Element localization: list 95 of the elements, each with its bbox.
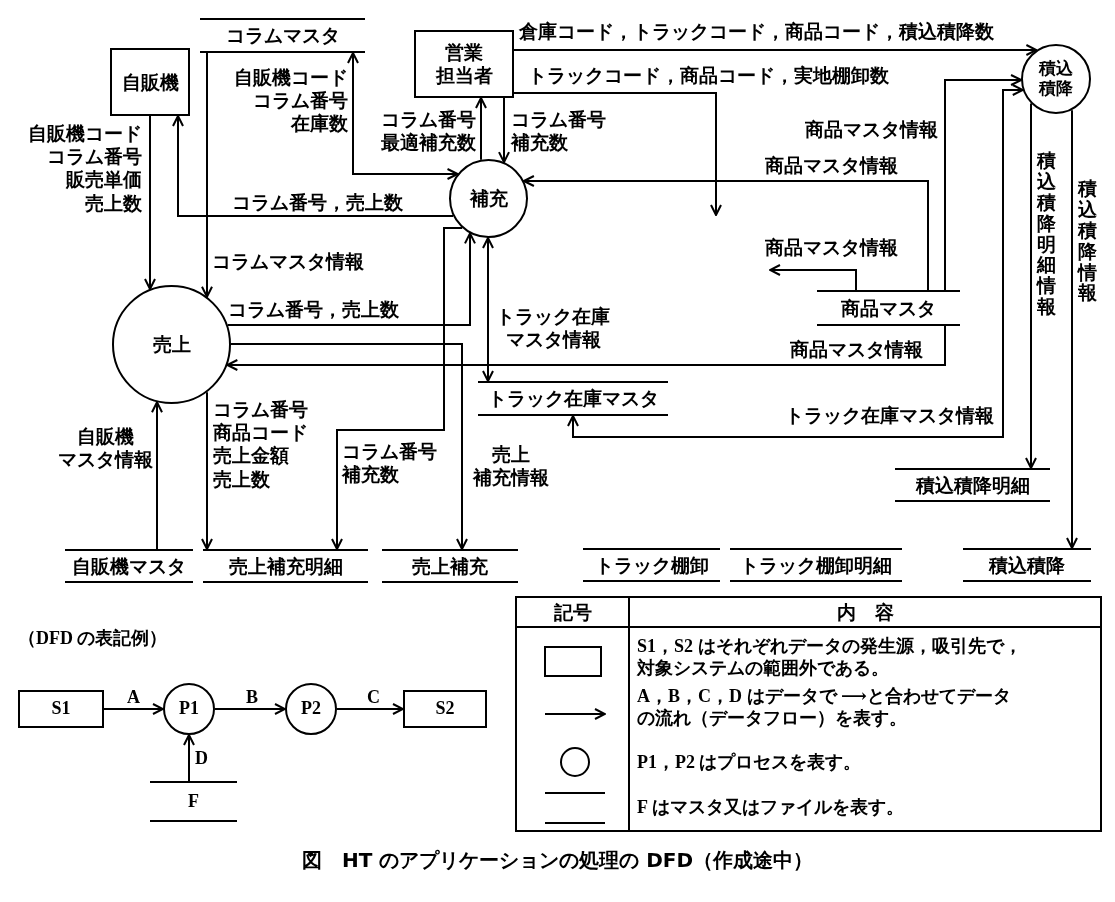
external-entity-box: [403, 690, 487, 728]
data-store: [203, 549, 368, 583]
edge-label: 商品マスタ情報: [790, 338, 923, 362]
entity-label: 自販機: [121, 70, 179, 94]
legend-text: A，B，C，D はデータで ⟶と合わせてデータの流れ（データフロー）を表す。: [637, 686, 1012, 730]
data-flow-arrow: [498, 97, 510, 164]
data-flow-arrow: [475, 97, 487, 161]
edge-label: 自販機マスタ情報: [56, 425, 154, 472]
legend-text: S1，S2 はそれぞれデータの発生源，吸引先で，対象システムの範囲外である。: [637, 636, 1023, 680]
edge-label: A: [127, 687, 140, 709]
process-label: 積込積降: [1039, 59, 1073, 99]
data-flow-arrow: [230, 343, 468, 550]
data-flow-arrow: [151, 401, 163, 550]
edge-label: コラム番号補充数: [342, 440, 438, 487]
data-store: [150, 781, 237, 822]
store-label: 売上補充: [412, 554, 488, 578]
data-flow-arrow: [482, 237, 494, 382]
data-flow-arrow: [336, 703, 404, 715]
table-header: 内 容: [835, 601, 895, 625]
data-store: [478, 381, 668, 416]
data-flow-arrow: [214, 703, 286, 715]
edge-label: 売上補充情報: [471, 443, 550, 490]
edge-label: コラムマスタ情報: [212, 250, 364, 274]
entity-label: S1: [51, 698, 71, 720]
data-store: [583, 548, 720, 582]
edge-label: トラック在庫マスタ情報: [785, 404, 994, 428]
data-store: [200, 18, 365, 53]
store-label: 積込積降: [989, 553, 1065, 577]
process-label: P1: [179, 698, 199, 720]
process-label: 売上: [152, 333, 191, 356]
edge-label: 自販機コードコラム番号販売単価売上数: [27, 122, 142, 215]
entity-label: 営業担当者: [435, 41, 493, 87]
edge-label: 倉庫コード，トラックコード，商品コード，積込積降数: [519, 20, 994, 44]
data-store: [382, 549, 518, 583]
edge-label: コラム番号最適補充数: [380, 108, 476, 155]
store-label: 売上補充明細: [228, 554, 343, 578]
process-circle: [285, 683, 337, 735]
process-circle: [163, 683, 215, 735]
data-store: [963, 548, 1091, 582]
store-label: 積込積降明細: [915, 473, 1030, 497]
data-store: [817, 290, 960, 326]
data-flow-arrow: [347, 52, 459, 180]
edge-label: 商品マスタ情報: [804, 118, 938, 142]
data-flow-arrow: [226, 232, 476, 326]
process-label: P2: [301, 698, 321, 720]
data-flow-arrow: [513, 92, 722, 216]
edge-label: コラム番号商品コード売上金額売上数: [213, 398, 309, 491]
entity-label: S2: [435, 698, 455, 720]
data-flow-arrow: [944, 74, 1022, 291]
edge-label: コラム番号，売上数: [228, 298, 399, 322]
store-label: 商品マスタ: [841, 296, 936, 320]
edge-label: C: [367, 687, 380, 709]
data-flow-arrow: [331, 227, 464, 550]
data-store: [895, 468, 1050, 502]
edge-label: コラム番号，売上数: [232, 191, 403, 215]
process-label: 補充: [469, 187, 508, 210]
data-flow-arrow: [103, 703, 164, 715]
edge-label: B: [246, 687, 258, 709]
data-store: [65, 549, 193, 583]
edge-label: 積込積降明細情報: [1037, 150, 1056, 318]
store-label: コラムマスタ: [225, 24, 340, 47]
data-flow-arrow: [567, 84, 1024, 438]
table-header: 記号: [552, 601, 593, 625]
data-flow-arrow: [1025, 102, 1037, 469]
edge-label: トラックコード，商品コード，実地棚卸数: [528, 64, 889, 88]
store-label: 自販機マスタ: [72, 554, 186, 578]
data-flow-arrow: [522, 175, 929, 291]
legend-text: P1，P2 はプロセスを表す。: [637, 752, 863, 774]
store-label: トラック棚卸: [594, 553, 709, 577]
external-entity-box: [414, 30, 514, 98]
figure-caption: 図 HT のアプリケーションの処理の DFD（作成途中）: [300, 848, 815, 873]
data-flow-arrow: [172, 115, 455, 217]
edge-label: 積込積降情報: [1078, 178, 1097, 304]
store-label: トラック在庫マスタ: [487, 387, 659, 410]
data-flow-arrow: [226, 325, 946, 371]
edge-label: 自販機コードコラム番号在庫数: [233, 66, 348, 136]
store-label: F: [188, 790, 199, 813]
data-flow-arrow: [1066, 109, 1078, 549]
edge-label: 商品マスタ情報: [765, 154, 898, 178]
edge-label: 商品マスタ情報: [765, 236, 898, 260]
legend-text: F はマスタ又はファイルを表す。: [637, 797, 905, 819]
external-entity-box: [18, 690, 104, 728]
data-flow-arrow: [201, 391, 213, 550]
edge-label: コラム番号補充数: [511, 108, 607, 155]
data-flow-arrow: [769, 264, 857, 291]
store-label: トラック棚卸明細: [740, 553, 892, 577]
data-flow-arrow: [513, 44, 1038, 56]
data-flow-arrow: [201, 52, 213, 298]
data-flow-arrow: [183, 734, 195, 782]
external-entity-box: [110, 48, 190, 116]
data-flow-arrow: [144, 115, 156, 290]
edge-label: D: [195, 748, 208, 770]
edge-label: トラック在庫マスタ情報: [495, 305, 611, 352]
example-heading: （DFD の表記例）: [18, 628, 169, 650]
data-store: [730, 548, 902, 582]
